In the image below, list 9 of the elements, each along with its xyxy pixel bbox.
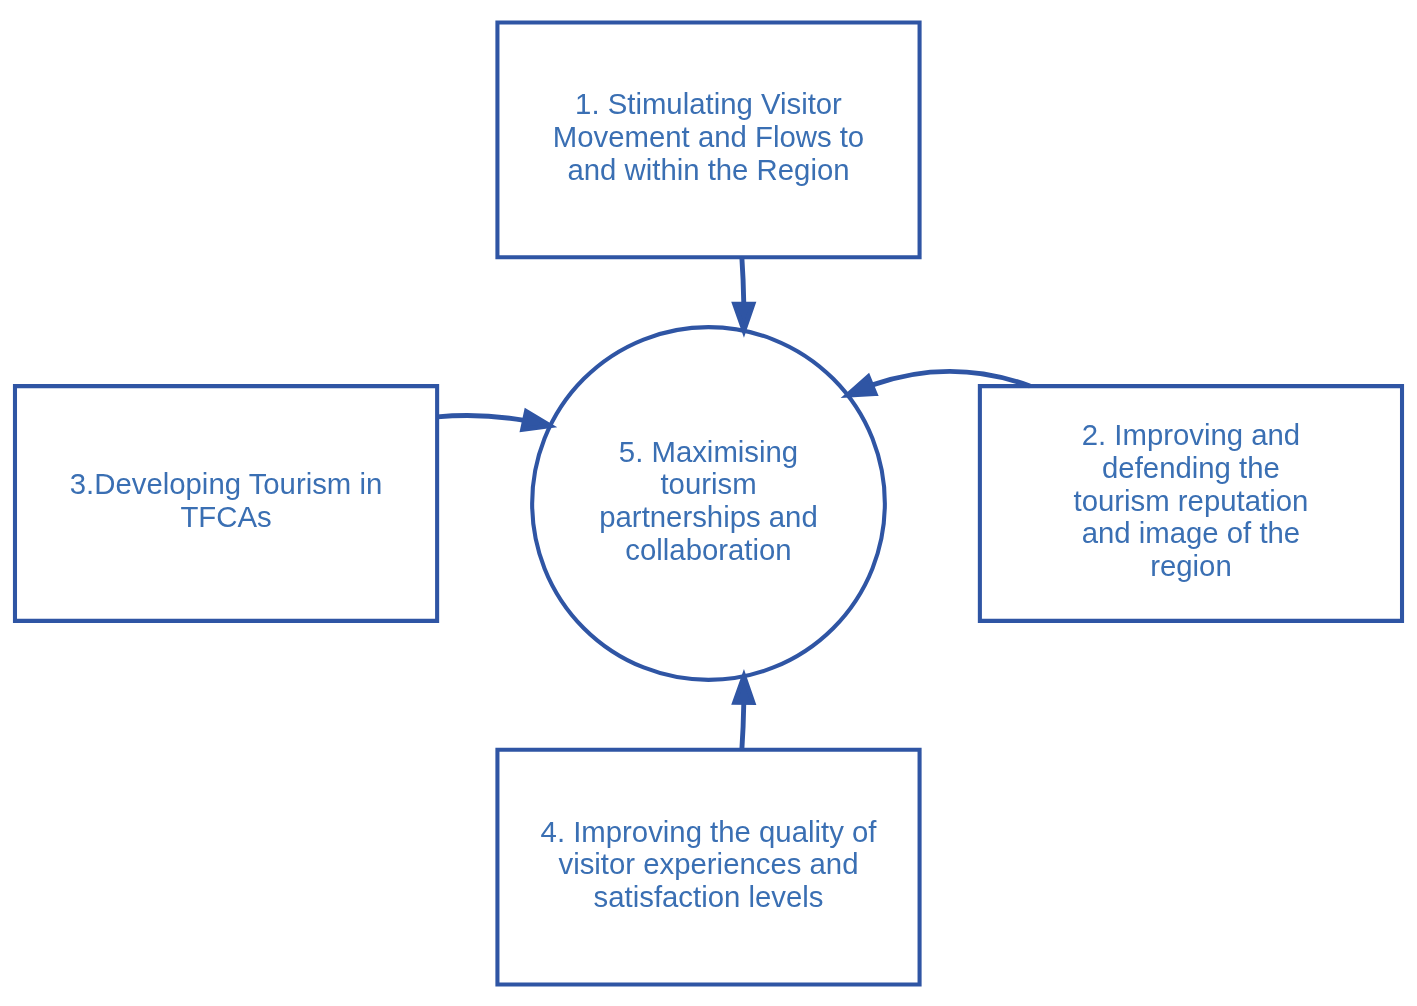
- arrow: [731, 256, 757, 338]
- arrow: [436, 407, 558, 432]
- node-box: 1. Stimulating Visitor Movement and Flows to and within the Region: [495, 20, 922, 259]
- node-circle: 5. Maximising tourism partnerships and collaboration: [530, 324, 887, 682]
- arrow: [731, 668, 757, 750]
- arrow: [840, 368, 1031, 398]
- node-box: 3.Developing Tourism in TFCAs: [12, 383, 440, 623]
- node-box: 2. Improving and defending the tourism reputation and image of the region: [977, 383, 1405, 623]
- node-box: 4. Improving the quality of visitor experiences and satisfaction levels: [495, 747, 922, 986]
